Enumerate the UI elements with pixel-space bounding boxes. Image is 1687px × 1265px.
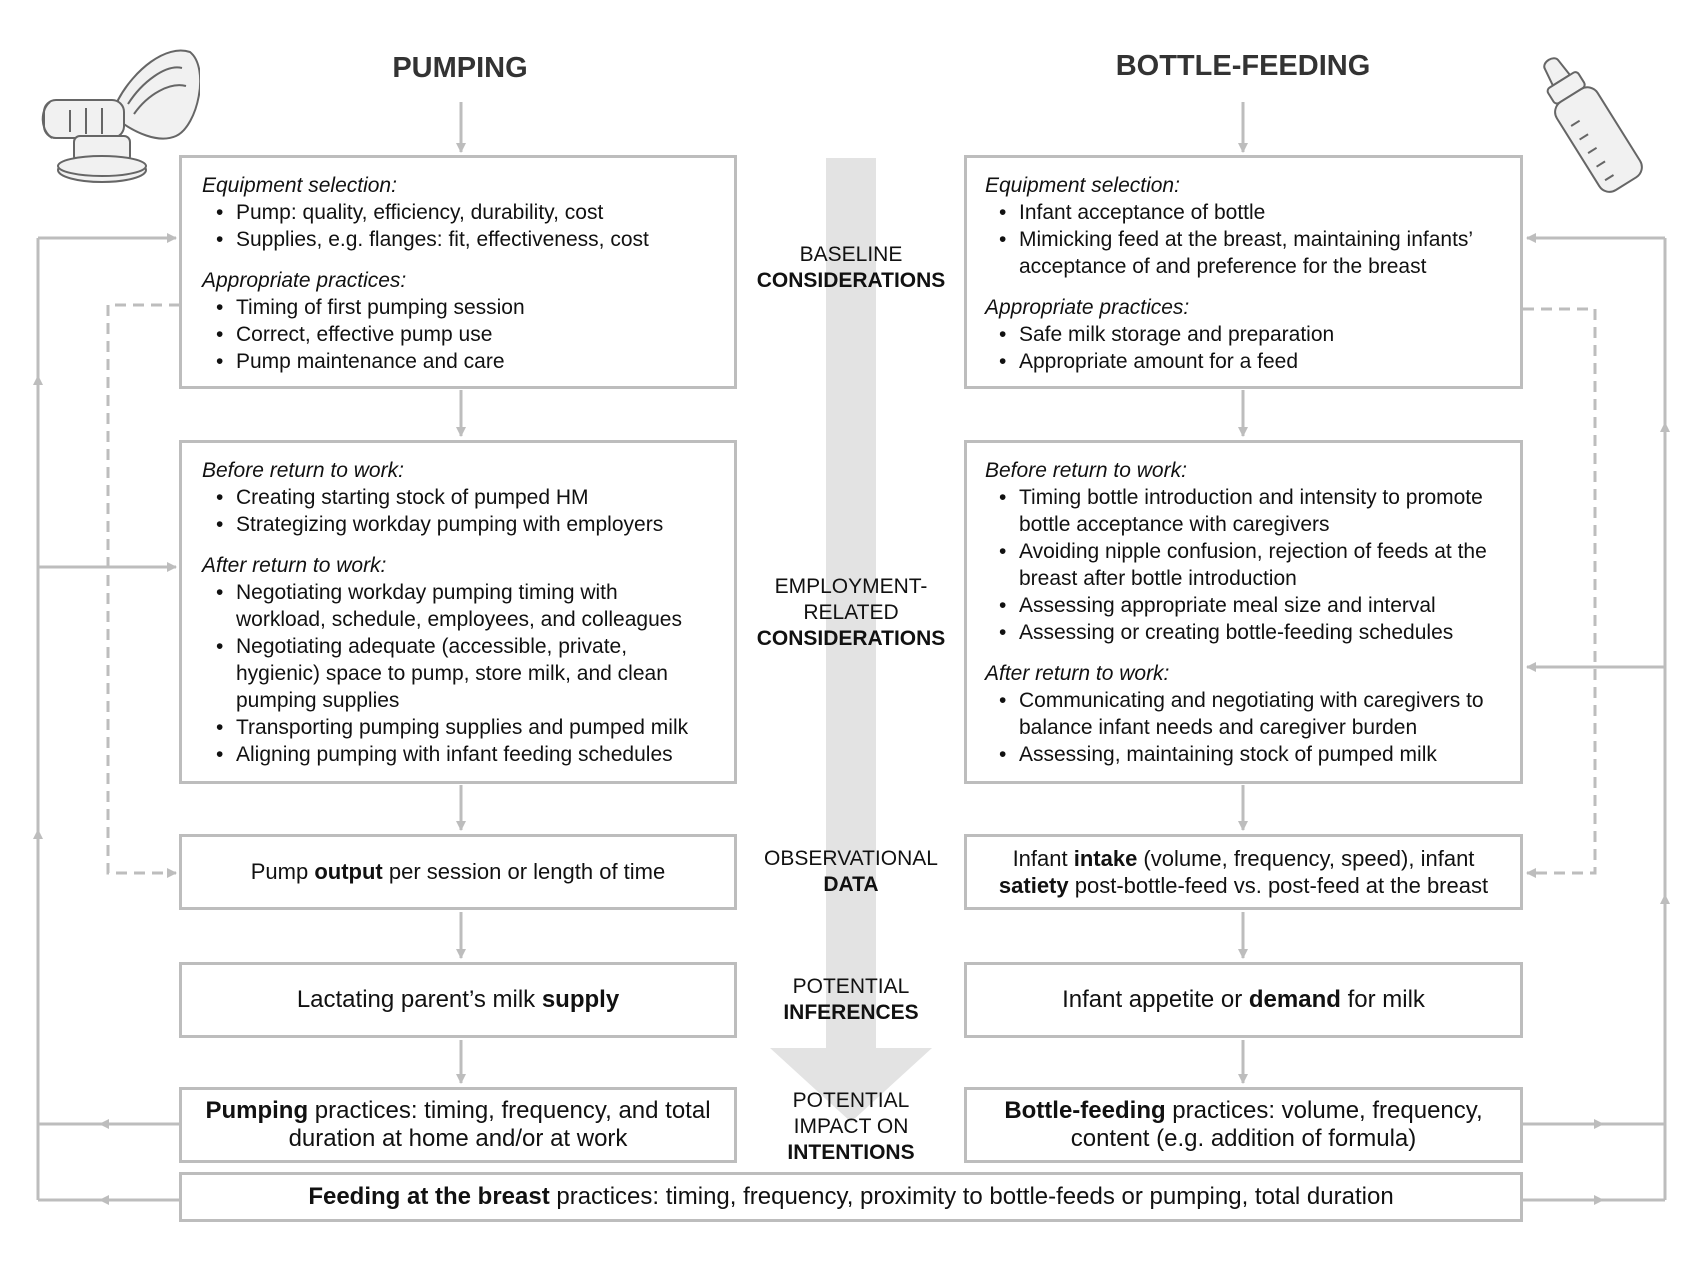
list-item: Negotiating workday pumping timing with … [216,579,712,633]
list-item: Assessing or creating bottle-feeding sch… [999,619,1502,646]
pumping-practices-heading: Appropriate practices: [202,269,407,292]
pumping-observational-box: Pump output per session or length of tim… [179,834,737,910]
bottle-employment-box: Before return to work: Timing bottle int… [964,440,1523,784]
bottle-inference-text: Infant appetite or demand for milk [1062,986,1425,1013]
list-item: Appropriate amount for a feed [999,348,1502,375]
list-item: Aligning pumping with infant feeding sch… [216,741,712,768]
pumping-intentions-box: Pumping practices: timing, frequency, an… [179,1087,737,1163]
pumping-baseline-box: Equipment selection: Pump: quality, effi… [179,155,737,389]
bottle-intentions-text: Bottle-feeding practices: volume, freque… [1004,1097,1483,1152]
pumping-before-heading: Before return to work: [202,459,404,482]
bottle-observational-text: Infant intake (volume, frequency, speed)… [998,846,1489,898]
pumping-title: PUMPING [392,52,528,84]
list-item: Creating starting stock of pumped HM [216,484,712,511]
list-item: Strategizing workday pumping with employ… [216,511,712,538]
bottle-practices-heading: Appropriate practices: [985,296,1190,319]
stage-intentions-label: POTENTIAL IMPACT ON INTENTIONS [787,1089,915,1164]
stage-observational-label: OBSERVATIONAL DATA [764,847,938,896]
list-item: Assessing, maintaining stock of pumped m… [999,741,1502,768]
bottle-observational-box: Infant intake (volume, frequency, speed)… [964,834,1523,910]
stage-inferences-label: POTENTIAL INFERENCES [783,975,919,1024]
list-item: Timing of first pumping session [216,294,712,321]
list-item: Timing bottle introduction and intensity… [999,484,1502,538]
list-item: Pump maintenance and care [216,348,712,375]
list-item: Supplies, e.g. flanges: fit, effectivene… [216,226,712,253]
pumping-inference-text: Lactating parent’s milk supply [296,986,620,1013]
list-item: Assessing appropriate meal size and inte… [999,592,1502,619]
list-item: Avoiding nipple confusion, rejection of … [999,538,1502,592]
pumping-equipment-heading: Equipment selection: [202,174,397,197]
list-item: Correct, effective pump use [216,321,712,348]
breast-feeding-box: Feeding at the breast practices: timing,… [179,1172,1523,1222]
list-item: Negotiating adequate (accessible, privat… [216,633,712,714]
bottle-inference-box: Infant appetite or demand for milk [964,962,1523,1038]
list-item: Safe milk storage and preparation [999,321,1502,348]
list-item: Pump: quality, efficiency, durability, c… [216,199,712,226]
stage-baseline-label: BASELINE CONSIDERATIONS [756,243,946,292]
pumping-intentions-text: Pumping practices: timing, frequency, an… [205,1097,711,1152]
bottle-baseline-box: Equipment selection: Infant acceptance o… [964,155,1523,389]
baby-bottle-illustration [1543,57,1643,193]
list-item: Transporting pumping supplies and pumped… [216,714,712,741]
bottle-feeding-title: BOTTLE-FEEDING [1115,50,1371,82]
breast-pump-illustration [41,49,200,183]
bottle-after-heading: After return to work: [985,662,1170,685]
bottle-equipment-heading: Equipment selection: [985,174,1180,197]
pumping-observational-text: Pump output per session or length of tim… [250,859,666,884]
bottle-intentions-box: Bottle-feeding practices: volume, freque… [964,1087,1523,1163]
list-item: Infant acceptance of bottle [999,199,1502,226]
stage-employment-label: EMPLOYMENT- RELATED CONSIDERATIONS [756,575,946,650]
pumping-inference-box: Lactating parent’s milk supply [179,962,737,1038]
list-item: Mimicking feed at the breast, maintainin… [999,226,1502,280]
list-item: Communicating and negotiating with careg… [999,687,1502,741]
breast-feeding-text: Feeding at the breast practices: timing,… [308,1183,1394,1210]
center-flow-arrow [770,158,932,1122]
bottle-before-heading: Before return to work: [985,459,1187,482]
pumping-employment-box: Before return to work: Creating starting… [179,440,737,784]
pumping-after-heading: After return to work: [202,554,387,577]
